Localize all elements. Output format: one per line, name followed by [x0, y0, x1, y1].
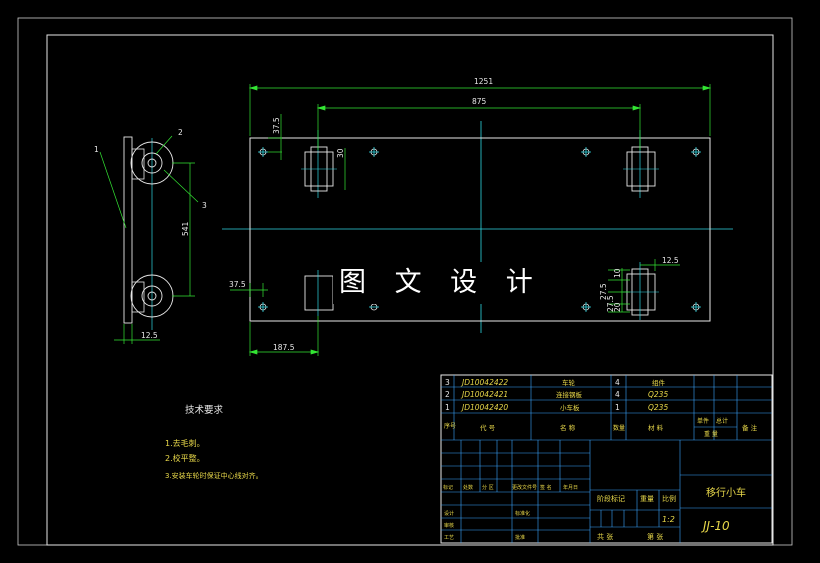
scale-value: 1:2: [662, 515, 675, 524]
hdr-code: 代 号: [480, 423, 496, 432]
rev-mark: 标记: [443, 484, 453, 491]
part-row-3-name: 车轮: [562, 378, 576, 387]
rev-doc: 更改文件号: [512, 484, 537, 491]
rev-date: 年月日: [563, 484, 578, 491]
wheel-bracket-tl: [301, 130, 337, 198]
part-row-1-name: 小车板: [560, 403, 580, 412]
dim-wheel-spacing: 875: [472, 97, 487, 106]
hdr-seq: 序号: [444, 422, 456, 430]
dim-left-top-offset: 37.5: [272, 117, 281, 134]
part-row-3-no: 3: [445, 378, 450, 387]
bolt-holes: [258, 147, 701, 312]
part-row-3-material: 组件: [652, 378, 666, 387]
part-row-2-no: 2: [445, 390, 450, 399]
hdr-remark: 备 注: [742, 423, 758, 432]
part-row-2-material: Q235: [648, 390, 668, 399]
hdr-weight: 重 量: [704, 430, 718, 438]
part-row-1-material: Q235: [648, 403, 668, 412]
part-row-2-name: 连接钢板: [556, 390, 583, 399]
part-row-1-code: JD10042420: [460, 403, 508, 412]
dim-side-bottom: 12.5: [141, 331, 158, 340]
balloon-1: 1: [94, 145, 99, 154]
stage-label: 阶段标记: [597, 494, 625, 503]
drawing-frame: [46, 34, 774, 546]
part-row-1-no: 1: [445, 403, 450, 412]
balloon-3: 3: [202, 201, 207, 210]
scale-label: 比例: [662, 494, 676, 503]
hdr-name: 名 称: [560, 423, 576, 432]
sign-process: 工艺: [444, 535, 454, 541]
plan-view: 1251 875 37.5 30 37.5 187.5 12.5 10 27.5…: [222, 77, 733, 356]
sheet-total-label: 共 张: [597, 532, 613, 541]
tech-title: 技术要求: [185, 404, 224, 416]
hdr-unit: 单件: [697, 417, 709, 425]
carriage-plate: [249, 137, 711, 322]
side-plate: [123, 136, 133, 324]
dim-right-small: 12.5: [662, 256, 679, 265]
tech-requirements: 技术要求 1.去毛刺。 2.校平整。 3.安装车轮时保证中心线对齐。: [165, 404, 263, 480]
dim-left-offset-lower: 37.5: [229, 280, 246, 289]
tech-item-3: 3.安装车轮时保证中心线对齐。: [165, 471, 263, 480]
hdr-material: 材 料: [648, 423, 664, 432]
dim-right-v4: 20: [613, 302, 622, 312]
rev-count: 处数: [463, 484, 473, 491]
side-view: 1 2 3 541 12.5: [94, 128, 207, 344]
hdr-total: 总计: [716, 417, 728, 425]
part-row-2-code: JD10042421: [460, 390, 508, 399]
rev-sign: 签 名: [540, 484, 552, 491]
title-block: 3 JD10042422 车轮 4 组件 2 JD10042421 连接钢板 4…: [440, 374, 773, 544]
balloon-2: 2: [178, 128, 183, 137]
sign-design: 设计: [444, 510, 454, 517]
rev-zone: 分 区: [482, 484, 494, 491]
part-row-1-qty: 1: [615, 403, 620, 412]
drawing-title: 移行小车: [706, 486, 746, 499]
wheel-bracket-bl: [304, 270, 334, 316]
std-label: 标准化: [515, 510, 530, 517]
hdr-qty: 数量: [613, 424, 625, 432]
dim-right-v3: 27.5: [606, 295, 615, 312]
dim-right-v2: 27.5: [599, 283, 608, 300]
watermark: 图 文 设 计: [333, 262, 533, 304]
part-row-3-code: JD10042422: [460, 378, 508, 387]
dim-right-v1: 10: [613, 268, 622, 278]
tech-item-1: 1.去毛刺。: [165, 438, 205, 448]
dim-wheel-block-height: 30: [336, 148, 345, 158]
part-row-2-qty: 4: [615, 390, 620, 399]
wheel-bracket-tr: [623, 130, 659, 198]
sheet-no-label: 第 张: [647, 532, 663, 541]
approve-label: 批准: [515, 534, 525, 541]
dim-side-height: 541: [181, 221, 190, 236]
part-row-3-qty: 4: [615, 378, 620, 387]
dimension-lines: [230, 84, 712, 356]
sign-review: 审核: [444, 522, 454, 529]
weight-label: 重量: [640, 495, 654, 503]
dim-overall-width: 1251: [474, 77, 493, 86]
tech-item-2: 2.校平整。: [165, 453, 205, 463]
dim-bottom-offset: 187.5: [273, 343, 295, 352]
wheel-bracket-br: [623, 262, 659, 320]
drawing-number: JJ-10: [701, 519, 730, 533]
